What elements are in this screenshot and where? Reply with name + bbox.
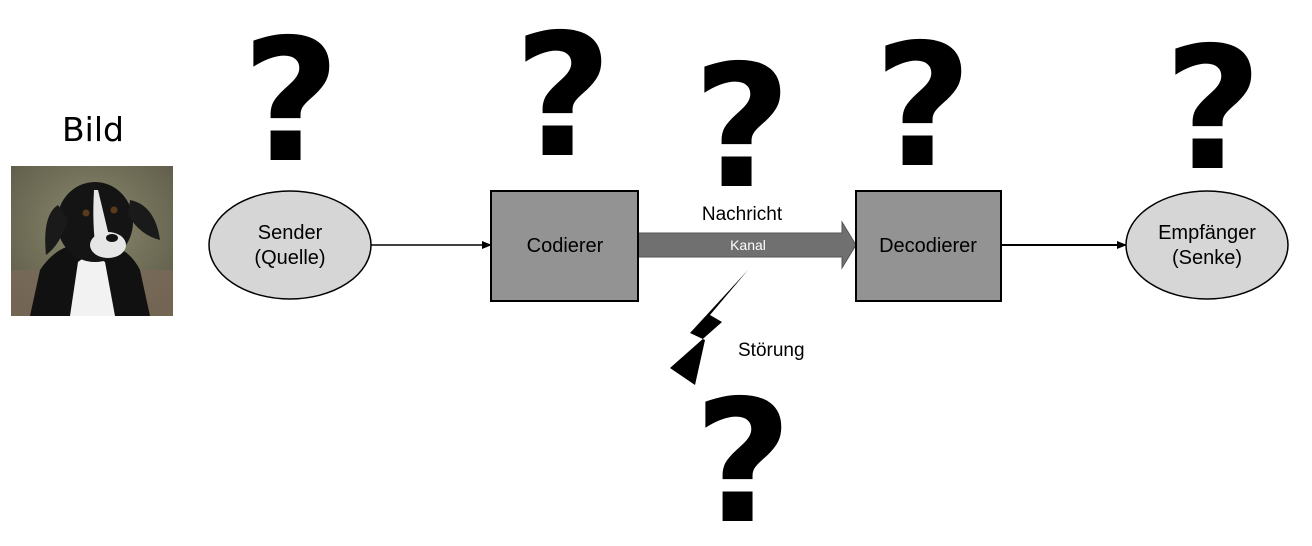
question-mark-noise: ?: [694, 364, 793, 546]
sender-label: Sender: [258, 222, 323, 244]
question-mark-receiver: ?: [1164, 11, 1263, 209]
receiver-label: Empfänger: [1158, 222, 1256, 244]
decoder-box: [855, 190, 1002, 302]
lightning-bolt-icon: [670, 270, 748, 385]
channel-label: Kanal: [730, 237, 766, 253]
question-mark-encoder: ?: [514, 0, 613, 196]
question-mark-channel: ?: [693, 29, 792, 227]
dog-photo: [11, 166, 173, 316]
sender-sublabel: (Quelle): [254, 247, 325, 269]
decoder-label: Decodierer: [879, 235, 977, 257]
question-mark-sender: ?: [242, 3, 341, 201]
receiver-ellipse: [1125, 190, 1289, 300]
encoder-label: Codierer: [527, 235, 604, 257]
receiver-sublabel: (Senke): [1172, 247, 1242, 269]
channel-arrow: [637, 220, 857, 270]
question-mark-decoder: ?: [874, 8, 973, 206]
image-title: Bild: [62, 110, 124, 149]
message-label: Nachricht: [702, 204, 783, 225]
noise-label: Störung: [738, 340, 805, 361]
sender-ellipse: [208, 190, 372, 300]
encoder-box: [490, 190, 639, 302]
